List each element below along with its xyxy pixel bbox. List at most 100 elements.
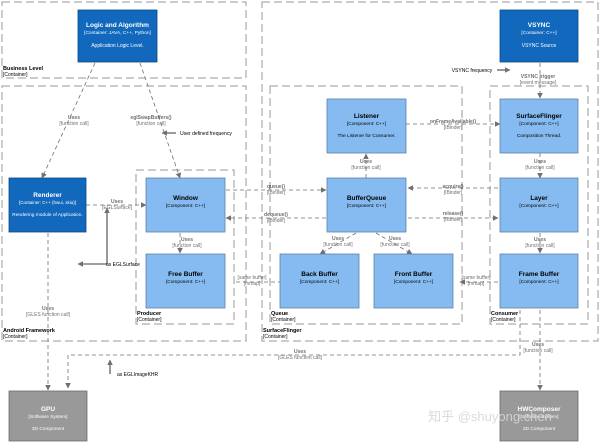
label-bq-front-uses: Uses [389, 236, 401, 242]
boundary-queue: Queue [Container] [269, 85, 463, 325]
arrow-logic-to-window [139, 62, 181, 179]
watermark: 知乎 @shuyong.chen [428, 409, 552, 424]
label-user-defined-frequency: User defined frequency [180, 131, 232, 137]
label-window-free-call: [function call] [172, 243, 202, 249]
boundary-producer: Producer [Container] [135, 169, 235, 325]
label-on-frame-ibinder: [IBinder] [444, 125, 463, 131]
box-hwcomposer[interactable]: HWComposer [Software System] 2D Componen… [499, 390, 579, 442]
hwcomposer-desc: 2D Component [523, 426, 556, 432]
boundary-android-framework: Android Framework [Container] [1, 85, 247, 342]
label-frame-hwc-call: [function call] [523, 348, 553, 354]
label-frame-gpu-gles: [GLES function call] [278, 355, 323, 361]
label-as-egl-surface: as EGLSurface [106, 262, 140, 268]
bufferqueue-type: [Component: C++] [347, 203, 386, 209]
box-back-buffer[interactable]: Back Buffer [Component: C++] [279, 253, 360, 309]
hwcomposer-title: HWComposer [518, 406, 561, 413]
arrow-frame-buffer-to-gpu [65, 310, 521, 389]
label-renderer-window-egl: [EGLSurface] [102, 205, 133, 211]
window-title: Window [173, 195, 199, 202]
boundary-consumer: Consumer [Container] [489, 85, 589, 325]
label-bq-back-uses: Uses [332, 236, 344, 242]
label-layer-frame-uses: Uses [534, 237, 546, 243]
surfaceflinger-title: SurfaceFlinger [516, 113, 562, 120]
label-renderer-gpu-uses: Uses [42, 306, 54, 312]
label-layer-frame-call: [function call] [525, 243, 555, 249]
label-vsync-frequency: VSYNC frequency [452, 68, 493, 74]
label-free-back-same: [same buffer] [237, 275, 267, 281]
renderer-desc: Rendering module of Application. [12, 212, 82, 218]
label-bq-listener-uses: Uses [360, 159, 372, 165]
solid-arrows [77, 67, 511, 374]
label-bq-listener-call: [function call] [351, 165, 381, 171]
logic-desc: Application Logic Level. [91, 43, 144, 49]
boundary-producer-name: Producer [137, 311, 162, 317]
arrow-logic-to-renderer [41, 62, 96, 179]
boundary-business-level-name: Business Level [3, 66, 44, 72]
label-release-ibinder: [IBinder] [444, 217, 463, 223]
label-frame-front-mmap: [mmap] [468, 281, 485, 287]
label-frame-hwc-uses: Uses [532, 342, 544, 348]
listener-type: [Component: C++] [347, 121, 386, 127]
gpu-desc: 3D Component [32, 426, 65, 432]
label-frame-front-same: [same buffer] [461, 275, 491, 281]
renderer-title: Renderer [33, 192, 62, 199]
edge-labels: Uses [function call] eglSwapBuffers() [f… [26, 68, 557, 378]
box-layer[interactable]: Layer [Component: C++] [499, 177, 579, 233]
bufferqueue-title: BufferQueue [347, 195, 387, 202]
label-renderer-window-uses: Uses [111, 199, 123, 205]
label-window-free-uses: Uses [181, 237, 193, 243]
label-release: release() [443, 211, 464, 217]
logic-type: [Container: JAVA, C++, Python] [84, 30, 151, 36]
label-frame-gpu-uses: Uses [294, 349, 306, 355]
layer-title: Layer [530, 195, 548, 202]
box-bufferqueue[interactable]: BufferQueue [Component: C++] [326, 177, 407, 233]
label-vsync-trigger: VSYNC trigger [521, 74, 556, 80]
boundary-android-framework-type: [Container] [3, 334, 28, 340]
box-vsync[interactable]: VSYNC [Container: C++] VSYNC Source [499, 9, 579, 63]
back-buffer-type: [Component: C++] [300, 279, 339, 285]
box-window[interactable]: Window [Component: C++] [145, 177, 226, 233]
label-dequeue-ibinder: [IBinder] [267, 218, 286, 224]
gpu-type: [Software System] [29, 414, 68, 420]
frame-buffer-title: Frame Buffer [519, 271, 560, 278]
vsync-desc: VSYNC Source [522, 43, 557, 49]
box-listener[interactable]: Listener [Component: C++] The Listener f… [326, 98, 407, 154]
label-acquire: acquire() [442, 184, 463, 190]
box-surfaceflinger[interactable]: SurfaceFlinger [Component: C++] Composit… [499, 98, 579, 154]
boundary-consumer-name: Consumer [491, 311, 519, 317]
label-queue-ibinder: [IBinder] [267, 190, 286, 196]
vsync-type: [Container: C++] [521, 30, 556, 36]
label-bq-back-call: [function call] [323, 242, 353, 248]
boundary-surfaceflinger: SurfaceFlinger [Container] [261, 1, 599, 342]
boundary-producer-type: [Container] [137, 317, 162, 323]
boundary-business-level-type: [Container] [3, 72, 28, 78]
front-buffer-title: Front Buffer [395, 271, 433, 278]
renderer-type: [Container: C++ (hwui, skia)] [19, 200, 76, 205]
box-logic-and-algorithm[interactable]: Logic and Algorithm [Container: JAVA, C+… [77, 9, 158, 63]
label-acquire-ibinder: [IBinder] [444, 190, 463, 196]
label-sf-layer-uses: Uses [534, 159, 546, 165]
box-frame-buffer[interactable]: Frame Buffer [Component: C++] [499, 253, 579, 309]
label-on-frame-available: onFrameAvailable() [430, 119, 477, 125]
label-logic-renderer-call: [function call] [59, 121, 89, 127]
gpu-title: GPU [41, 406, 55, 413]
boundary-consumer-type: [Container] [491, 317, 516, 323]
listener-title: Listener [354, 113, 380, 120]
label-egl-swap-buffers: eglSwapBuffers() [130, 115, 171, 121]
box-free-buffer[interactable]: Free Buffer [Component: C++] [145, 253, 226, 309]
label-logic-window-call: [function call] [136, 121, 166, 127]
free-buffer-title: Free Buffer [168, 271, 203, 278]
label-sf-layer-call: [function call] [525, 165, 555, 171]
surfaceflinger-type: [Component: C++] [519, 121, 558, 127]
box-front-buffer[interactable]: Front Buffer [Component: C++] [373, 253, 454, 309]
boundary-android-framework-name: Android Framework [3, 328, 56, 334]
boundary-surfaceflinger-type: [Container] [263, 334, 288, 340]
box-renderer[interactable]: Renderer [Container: C++ (hwui, skia)] R… [8, 177, 87, 233]
boundary-queue-type: [Container] [271, 317, 296, 323]
layer-type: [Component: C++] [519, 203, 558, 209]
label-as-egl-image-khr: as EGLImageKHR [117, 372, 159, 378]
label-event-message: [event message] [520, 80, 557, 86]
boundary-queue-name: Queue [271, 311, 288, 317]
box-gpu[interactable]: GPU [Software System] 3D Component [8, 390, 88, 442]
